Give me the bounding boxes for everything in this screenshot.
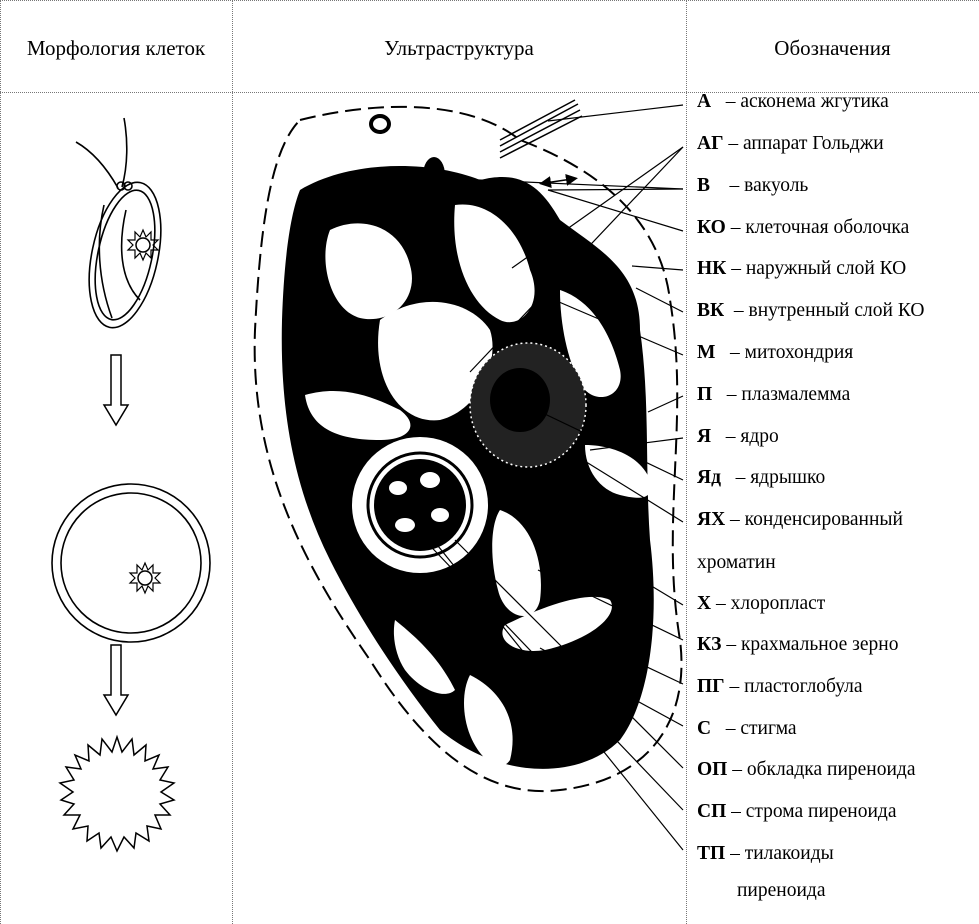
legend-item: А – асконема жгутика: [697, 92, 889, 112]
legend-item: М – митохондрия: [697, 343, 853, 363]
legend-item: Х – хлоропласт: [697, 594, 825, 614]
legend-item: КЗ – крахмальное зерно: [697, 635, 898, 655]
legend-continuation-chromatin: хроматин: [697, 552, 776, 574]
legend-item: С – стигма: [697, 719, 797, 739]
contractile-vacuole: [423, 157, 445, 193]
legend-item: ВК – внутренный слой КО: [697, 301, 924, 321]
legend-continuation-pyrenoid: пиреноида: [737, 880, 825, 902]
double-arrow-icon: [545, 179, 572, 183]
legend-item: ПГ – пластоглобула: [697, 677, 863, 697]
flagellum-axoneme: [500, 100, 582, 158]
legend-item: КО – клеточная оболочка: [697, 218, 909, 238]
legend-item: В – вакуоль: [697, 176, 808, 196]
basal-body: [371, 116, 389, 132]
legend-item: Яд – ядрышко: [697, 468, 825, 488]
legend-item: СП – строма пиреноида: [697, 802, 897, 822]
legend-item: АГ – аппарат Гольджи: [697, 134, 884, 154]
legend-item: НК – наружный слой КО: [697, 259, 906, 279]
legend-item: ТП – тилакоиды: [697, 844, 834, 864]
legend-item: ЯХ – конденсированный: [697, 510, 903, 530]
legend-item: ОП – обкладка пиреноида: [697, 760, 915, 780]
nucleus: [470, 343, 586, 467]
legend-item: П – плазмалемма: [697, 385, 850, 405]
legend-item: Я – ядро: [697, 427, 779, 447]
